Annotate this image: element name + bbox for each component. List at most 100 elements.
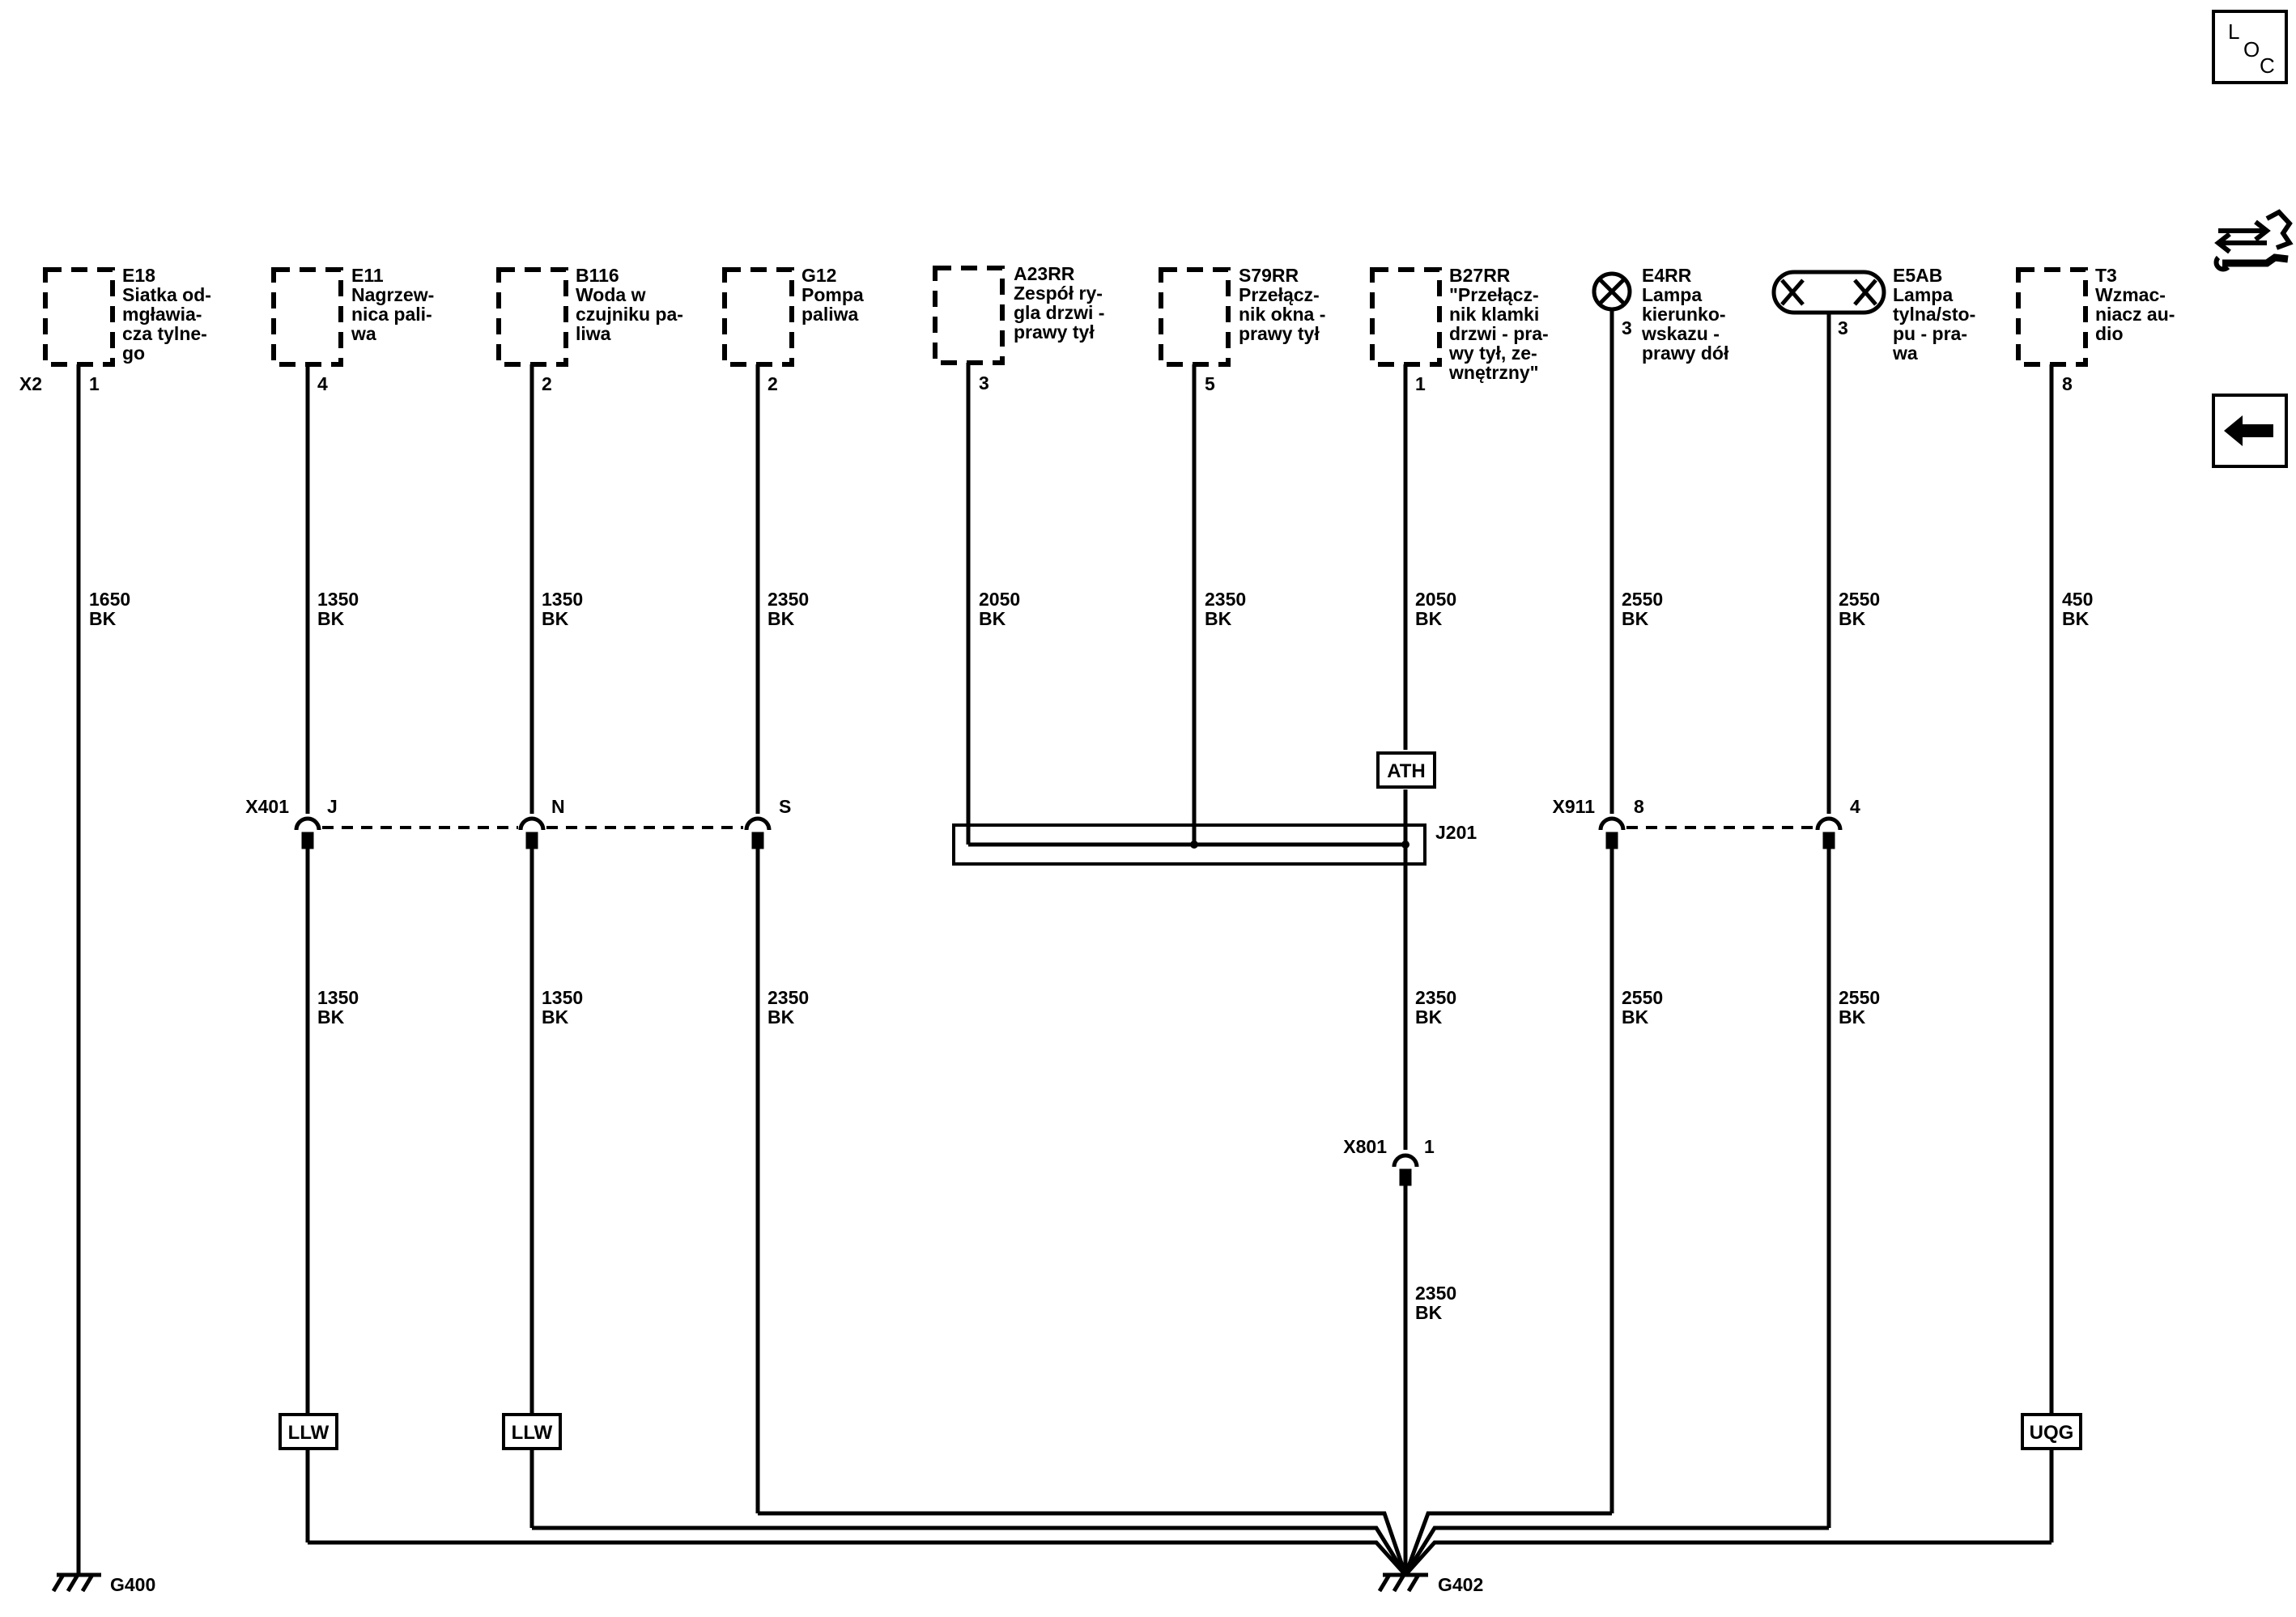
svg-text:Lampa: Lampa xyxy=(1642,284,1702,305)
svg-text:2550: 2550 xyxy=(1622,589,1663,610)
svg-text:Woda w: Woda w xyxy=(576,284,646,305)
badge-ath[interactable]: ATH xyxy=(1376,751,1436,789)
inline-connectors xyxy=(294,816,1843,1186)
pin-label: 3 xyxy=(979,372,989,394)
badge-llw-2[interactable]: LLW xyxy=(502,1413,562,1450)
svg-text:2550: 2550 xyxy=(1839,589,1880,610)
svg-text:BK: BK xyxy=(1415,1006,1443,1028)
svg-text:cza tylne-: cza tylne- xyxy=(122,323,207,344)
svg-text:LLW: LLW xyxy=(512,1422,553,1444)
svg-text:2350: 2350 xyxy=(767,589,809,610)
svg-text:1350: 1350 xyxy=(542,987,583,1008)
svg-text:450: 450 xyxy=(2062,589,2093,610)
badge-uqg[interactable]: UQG xyxy=(2021,1413,2082,1450)
svg-text:wa: wa xyxy=(351,323,376,344)
splice-j201[interactable]: J201 xyxy=(952,822,1477,866)
svg-text:BK: BK xyxy=(767,608,795,629)
svg-text:BK: BK xyxy=(542,1006,569,1028)
svg-text:Zespół ry-: Zespół ry- xyxy=(1014,283,1103,304)
pin-label: 1 xyxy=(89,373,100,394)
svg-text:ATH: ATH xyxy=(1387,760,1426,782)
svg-text:BK: BK xyxy=(317,1006,345,1028)
component-t3[interactable]: T3 Wzmac- niacz au- dio 8 xyxy=(2016,265,2175,394)
ground-g402[interactable]: G402 xyxy=(1377,1572,1483,1595)
splice-label: J201 xyxy=(1435,822,1477,843)
svg-text:Wzmac-: Wzmac- xyxy=(2095,284,2166,305)
svg-text:paliwa: paliwa xyxy=(801,304,859,325)
svg-text:2350: 2350 xyxy=(1415,987,1456,1008)
component-e5ab[interactable]: E5AB Lampa tylna/sto- pu - pra- wa 3 xyxy=(1771,265,1975,364)
pin-label: 5 xyxy=(1205,373,1215,394)
connector-pin-s: S xyxy=(779,796,791,817)
svg-text:wy tył, ze-: wy tył, ze- xyxy=(1448,343,1537,364)
svg-text:1350: 1350 xyxy=(542,589,583,610)
svg-text:mgławia-: mgławia- xyxy=(122,304,202,325)
svg-text:wskazu -: wskazu - xyxy=(1641,323,1720,344)
svg-text:2550: 2550 xyxy=(1839,987,1880,1008)
svg-text:prawy dół: prawy dół xyxy=(1642,343,1729,364)
svg-text:wa: wa xyxy=(1892,343,1918,364)
svg-text:prawy tył: prawy tył xyxy=(1014,321,1095,343)
svg-text:BK: BK xyxy=(1839,608,1866,629)
svg-text:C: C xyxy=(2260,53,2275,78)
pin-label: 2 xyxy=(767,373,778,394)
svg-text:E11: E11 xyxy=(351,265,384,286)
svg-text:"Przełącz-: "Przełącz- xyxy=(1449,284,1539,305)
svg-text:BK: BK xyxy=(1622,608,1649,629)
pin-label: 4 xyxy=(317,373,328,394)
component-s79rr[interactable]: S79RR Przełącz- nik okna - prawy tył 5 xyxy=(1159,265,1325,394)
svg-text:nik okna -: nik okna - xyxy=(1239,304,1325,325)
svg-text:BK: BK xyxy=(1839,1006,1866,1028)
back-arrow-icon[interactable] xyxy=(2212,394,2288,468)
svg-text:B116: B116 xyxy=(576,265,619,286)
ground-g400[interactable]: G400 xyxy=(51,1572,155,1595)
component-id: E18 xyxy=(122,265,155,286)
component-a23rr[interactable]: A23RR Zespół ry- gla drzwi - prawy tył 3 xyxy=(933,263,1104,394)
svg-text:Pompa: Pompa xyxy=(801,284,864,305)
svg-text:drzwi - pra-: drzwi - pra- xyxy=(1449,323,1549,344)
svg-text:BK: BK xyxy=(1205,608,1232,629)
component-e18[interactable]: E18 Siatka od- mgławia- cza tylne- go X2… xyxy=(19,265,211,394)
component-b27rr[interactable]: B27RR "Przełącz- nik klamki drzwi - pra-… xyxy=(1370,265,1549,394)
svg-text:BK: BK xyxy=(979,608,1006,629)
svg-text:Siatka od-: Siatka od- xyxy=(122,284,211,305)
component-b116[interactable]: B116 Woda w czujniku pa- liwa 2 xyxy=(496,265,683,394)
svg-text:L: L xyxy=(2228,19,2239,44)
svg-text:prawy tył: prawy tył xyxy=(1239,323,1320,344)
svg-text:2050: 2050 xyxy=(1415,589,1456,610)
connector-x401-label: X401 xyxy=(245,796,289,817)
svg-text:BK: BK xyxy=(2062,608,2090,629)
svg-text:go: go xyxy=(122,343,145,364)
svg-text:BK: BK xyxy=(542,608,569,629)
svg-text:kierunko-: kierunko- xyxy=(1642,304,1726,325)
wire-labels: 1650 BK 1350 BK 1350 BK 2350 BK 2050 BK … xyxy=(89,589,2093,1323)
svg-text:nik klamki: nik klamki xyxy=(1449,304,1539,325)
svg-text:BK: BK xyxy=(317,608,345,629)
svg-text:2350: 2350 xyxy=(1415,1283,1456,1304)
svg-text:1350: 1350 xyxy=(317,987,359,1008)
connector-x801-label: X801 xyxy=(1343,1136,1387,1157)
svg-text:T3: T3 xyxy=(2095,265,2117,286)
loc-button[interactable]: L O C xyxy=(2212,10,2288,84)
component-e11[interactable]: E11 Nagrzew- nica pali- wa 4 xyxy=(271,265,434,394)
component-g12[interactable]: G12 Pompa paliwa 2 xyxy=(722,265,864,394)
svg-text:O: O xyxy=(2243,37,2260,62)
svg-text:1350: 1350 xyxy=(317,589,359,610)
svg-text:BK: BK xyxy=(1415,608,1443,629)
badge-llw-1[interactable]: LLW xyxy=(278,1413,338,1450)
connector-tool-icon[interactable] xyxy=(2213,209,2294,272)
svg-text:tylna/sto-: tylna/sto- xyxy=(1893,304,1975,325)
ground-label: G402 xyxy=(1438,1574,1483,1595)
pin-label: 3 xyxy=(1622,317,1632,338)
wire-lines xyxy=(76,309,2054,1577)
svg-text:BK: BK xyxy=(89,608,117,629)
ground-label: G400 xyxy=(110,1574,155,1595)
svg-text:S79RR: S79RR xyxy=(1239,265,1299,286)
svg-text:BK: BK xyxy=(767,1006,795,1028)
svg-text:E4RR: E4RR xyxy=(1642,265,1692,286)
connector-pin-8: 8 xyxy=(1634,796,1644,817)
pin-label: 3 xyxy=(1838,317,1848,338)
svg-text:2550: 2550 xyxy=(1622,987,1663,1008)
connector-label: X2 xyxy=(19,373,42,394)
component-e4rr[interactable]: E4RR Lampa kierunko- wskazu - prawy dół … xyxy=(1592,265,1729,364)
